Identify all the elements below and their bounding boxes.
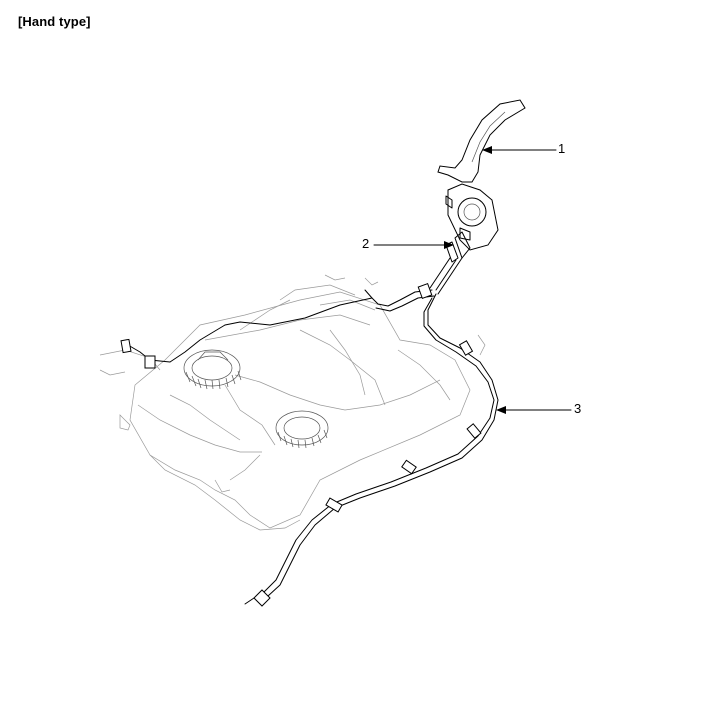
callout-leader-1 <box>482 146 557 154</box>
callout-label-2: 2 <box>362 236 370 251</box>
callout-leader-2 <box>373 241 454 249</box>
fuel-pump-flange-right <box>275 410 329 449</box>
page-title: [Hand type] <box>18 14 91 29</box>
parking-brake-lever <box>437 99 526 251</box>
callout-label-3: 3 <box>574 401 582 416</box>
fuel-pump-flange-left <box>183 349 242 390</box>
callout-leader-3 <box>496 406 572 414</box>
rear-brake-cable <box>120 283 499 607</box>
fuel-tank-illustration <box>99 274 486 531</box>
cable-equalizer <box>429 231 471 295</box>
callout-label-1: 1 <box>558 141 566 156</box>
